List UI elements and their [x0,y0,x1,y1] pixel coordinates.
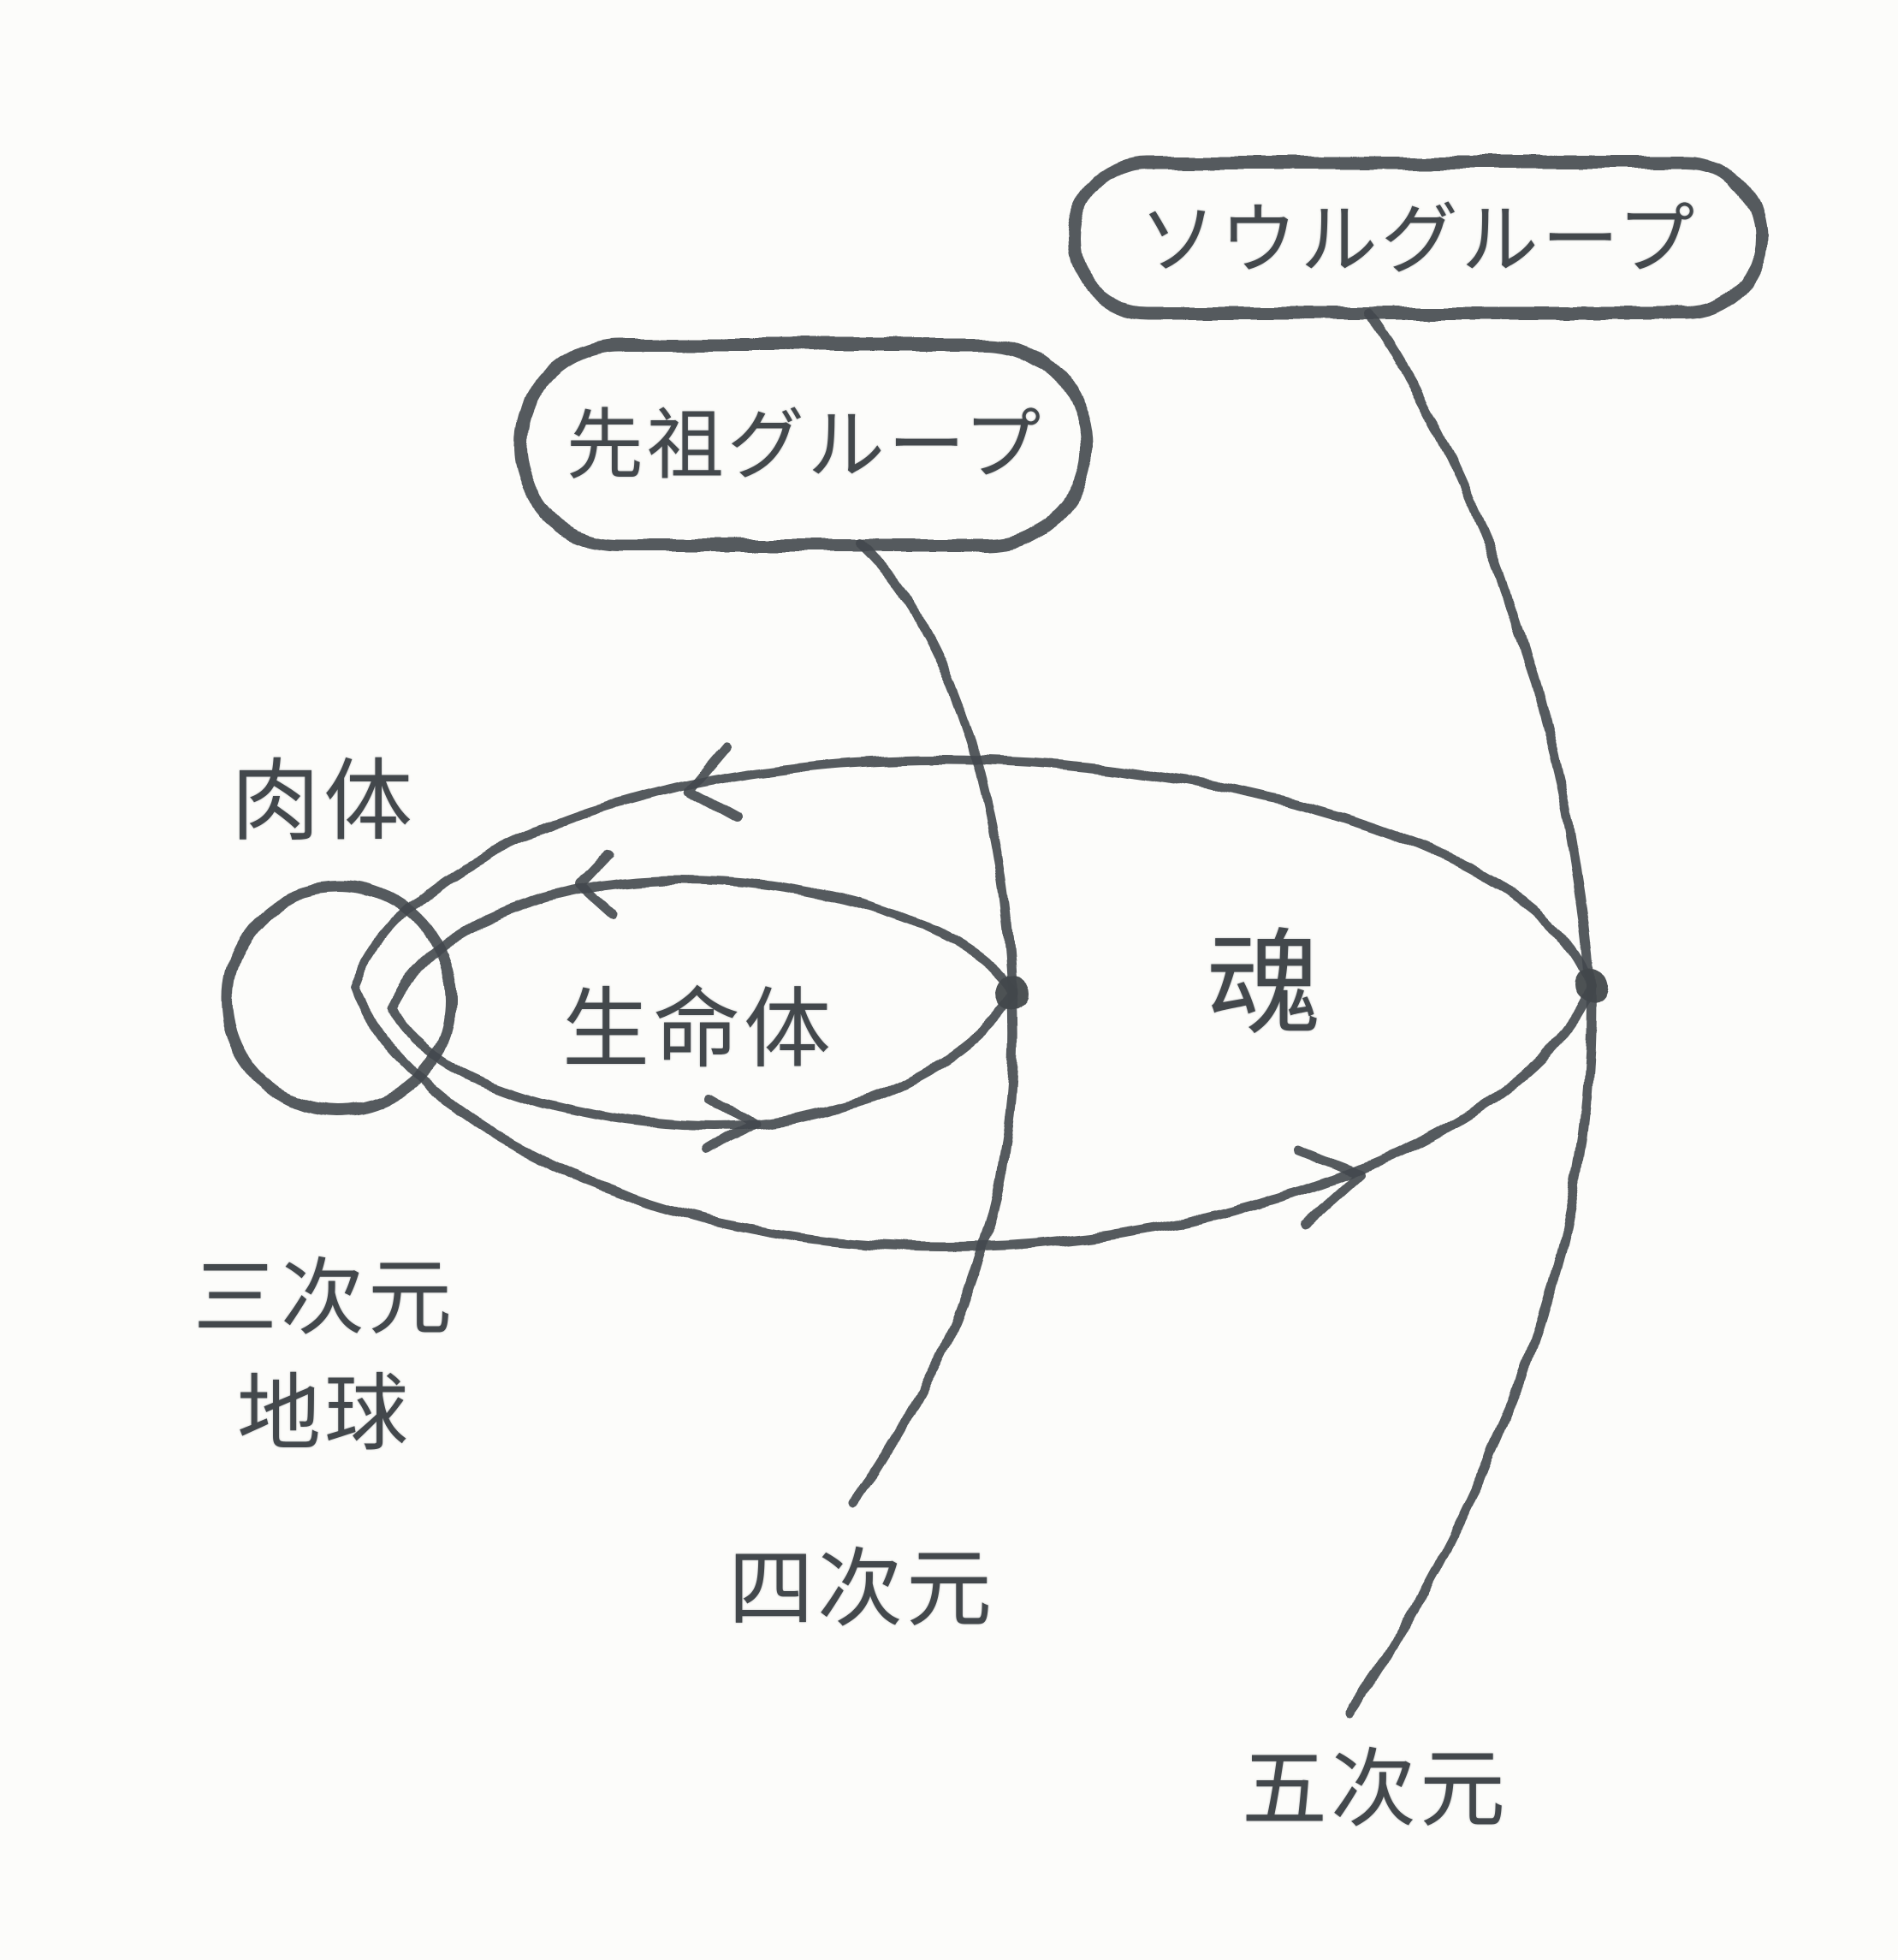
arrow-right-outer-bottom-icon [1294,1145,1366,1229]
life-form-label: 生命体 [562,979,834,1081]
earth-label: 地球 [236,1365,412,1463]
third-dimension-earth-label: 三次元 地球 [193,1241,455,1472]
soul-loop [348,754,1597,1253]
junction-dot-fourth-dimension [996,976,1030,1010]
fourth-dimension-label: 四次元 [728,1539,995,1639]
ancestor-group-bubble [513,338,1093,552]
soul-group-label: ソウルグループ [1139,195,1699,285]
ancestor-group-label: 先祖グループ [566,401,1045,490]
third-dimension-label: 三次元 [193,1249,456,1347]
arrow-left-inner-top-icon [575,849,618,919]
arrow-right-inner-bottom-icon [703,1094,758,1155]
junction-dot-fifth-dimension [1575,969,1608,1001]
physical-body-circle [221,881,457,1117]
fifth-dimension-curve [1345,308,1596,1719]
soul-group-bubble [1066,156,1768,320]
physical-body-label: 肉体 [230,749,417,853]
fifth-dimension-label: 五次元 [1242,1739,1509,1839]
arrow-left-outer-top-icon [685,741,743,823]
soul-label: 魂 [1206,918,1326,1051]
